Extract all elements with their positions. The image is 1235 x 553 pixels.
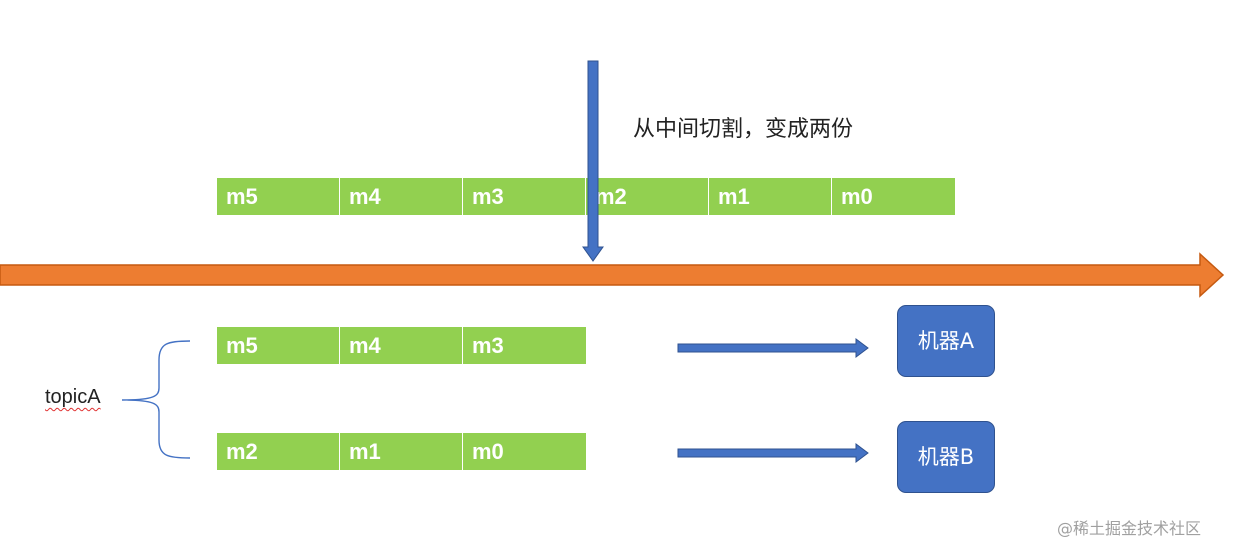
message-segment: m3 (463, 327, 586, 364)
arrow-to-machine-a (677, 338, 869, 358)
full-message-sequence: m5 m4 m3 m2 m1 m0 (217, 178, 955, 215)
message-segment: m4 (340, 327, 463, 364)
message-segment: m0 (832, 178, 955, 215)
message-segment: m2 (217, 433, 340, 470)
brace-icon (121, 340, 191, 459)
cut-arrow (582, 60, 604, 262)
machine-b-box: 机器B (897, 421, 995, 493)
watermark: @稀土掘金技术社区 (1057, 519, 1202, 538)
message-segment: m0 (463, 433, 586, 470)
topic-label: topicA (45, 386, 101, 408)
arrow-to-machine-b (677, 443, 869, 463)
message-segment: m3 (463, 178, 586, 215)
message-segment: m5 (217, 178, 340, 215)
machine-a-box: 机器A (897, 305, 995, 377)
message-segment: m1 (709, 178, 832, 215)
partition-b: m2 m1 m0 (217, 433, 586, 470)
message-segment: m4 (340, 178, 463, 215)
cut-caption: 从中间切割，变成两份 (633, 117, 854, 142)
timeline-arrow (0, 252, 1225, 298)
message-segment: m1 (340, 433, 463, 470)
partition-a: m5 m4 m3 (217, 327, 586, 364)
message-segment: m2 (586, 178, 709, 215)
message-segment: m5 (217, 327, 340, 364)
